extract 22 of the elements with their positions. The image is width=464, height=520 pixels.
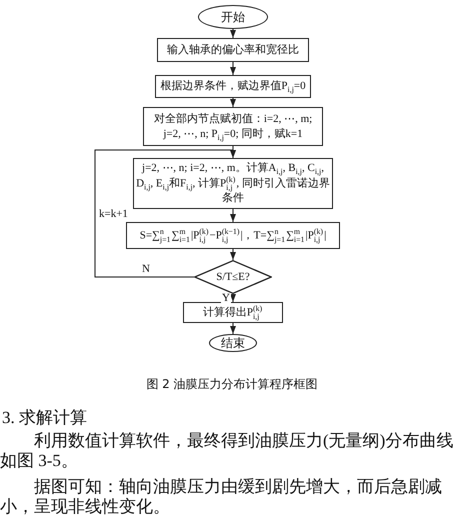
figure-caption: 图 2 油膜压力分布计算程序框图 [145,376,319,392]
process-box: 输入轴承的偏心率和宽径比 [157,38,309,62]
terminal-oval: 开始 [198,5,268,29]
edge-label: N [141,264,151,275]
arrow [230,248,236,260]
process-box: 根据边界条件，赋边界值P$_{i,j}$=0 [155,75,311,98]
loop-note: k=k+1 [99,208,128,220]
decision-diamond: S/T≤E? [194,260,272,294]
arrow [230,208,236,222]
arrow [230,98,236,108]
section-heading: 3. 求解计算 [2,408,88,428]
process-box: 对全部内节点赋初值：i=2, ⋯, m; j=2, ⋯, n; P$_{i,j}$=0; 同时，赋k=1 [143,107,323,146]
edge-label: Y [221,293,231,304]
process-box: j=2, ⋯, n; i=2, ⋯, m。计算A$_{i,j}$, B$_{i,j}$, C$_{i,j}$, D$_{i,j}$, E$_{i,j}$和F$_{i,j}$, 计算P$^{(k)}$$_{i,j}$, 同时引入雷诺边界条件 [133,158,333,209]
arrow [230,322,236,334]
arrow [230,294,236,302]
arrow [94,150,236,278]
arrow [230,28,236,38]
body-paragraph: 利用数值计算软件，最终得到油膜压力(无量纲)分布曲线如图 3-5。 [0,431,454,471]
arrow [230,62,236,76]
body-paragraph: 据图可知：轴向油膜压力由缓到剧先增大，而后急剧减小，呈现非线性变化。 [0,477,443,517]
terminal-oval: 结束 [209,334,257,352]
